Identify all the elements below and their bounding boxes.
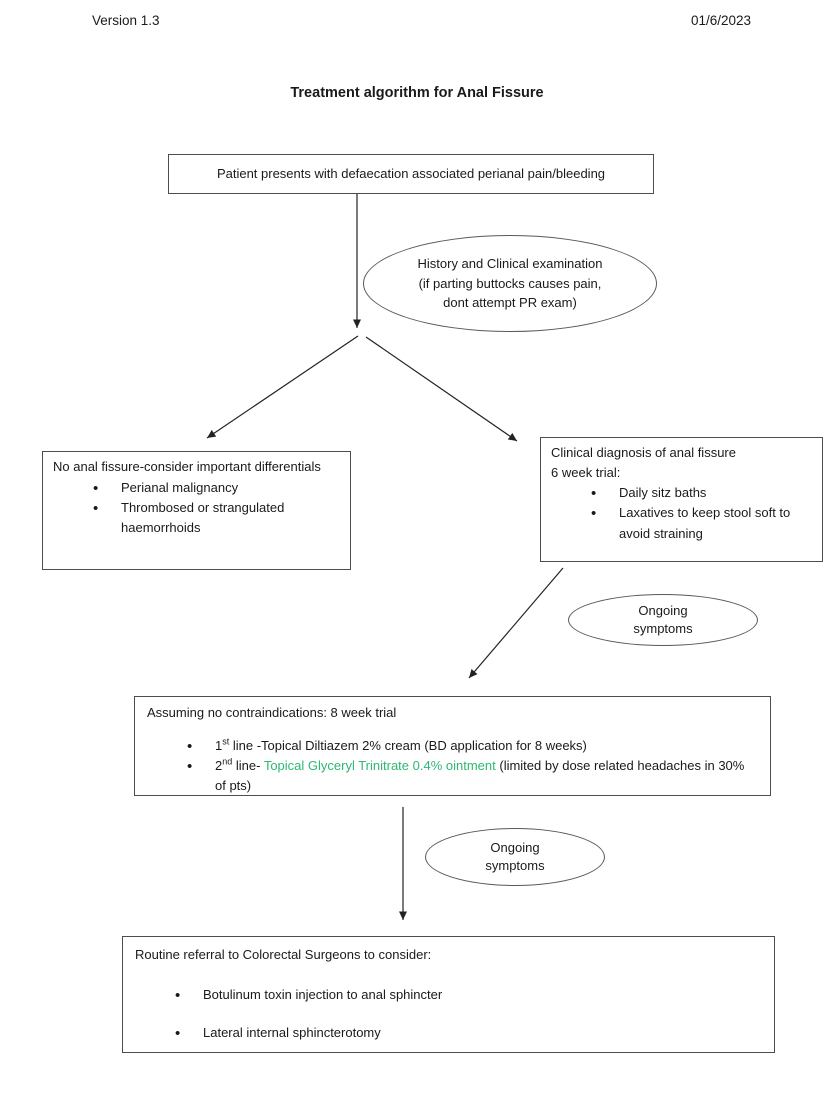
referral-bullet-list: Botulinum toxin injection to anal sphinc…: [135, 984, 762, 1046]
ongoing-symptoms-line2: symptoms: [633, 621, 693, 636]
referral-heading: Routine referral to Colorectal Surgeons …: [135, 947, 432, 962]
no-fissure-heading: No anal fissure-consider important diffe…: [53, 459, 321, 474]
list-item: Thrombosed or strangulated haemorrhoids: [93, 497, 340, 538]
arrow-diagnosis-to-trial: [468, 567, 564, 679]
node-eight-week-trial: Assuming no contraindications: 8 week tr…: [134, 696, 771, 796]
list-item: Daily sitz baths: [591, 482, 812, 505]
eight-week-trial-bullet-list: 1st line -Topical Diltiazem 2% cream (BD…: [147, 735, 758, 796]
second-line-ordinal-suffix: nd: [222, 756, 233, 767]
ongoing-symptoms-line2: symptoms: [485, 858, 545, 873]
page-title: Treatment algorithm for Anal Fissure: [290, 85, 544, 101]
node-ongoing-symptoms-2: Ongoing symptoms: [425, 828, 605, 886]
no-fissure-bullet-list: Perianal malignancy Thrombosed or strang…: [53, 477, 340, 538]
ongoing-symptoms-line1: Ongoing: [490, 840, 540, 856]
list-item: Laxatives to keep stool soft to avoid st…: [591, 502, 812, 543]
ongoing-symptoms-line1: Ongoing: [638, 603, 688, 619]
clinical-diagnosis-line2: 6 week trial:: [551, 465, 621, 481]
history-exam-line2: (if parting buttocks causes pain,: [418, 275, 602, 291]
node-patient-presents: Patient presents with defaecation associ…: [168, 154, 654, 194]
list-item: Perianal malignancy: [93, 477, 340, 500]
second-line-ordinal: 2: [215, 758, 223, 774]
list-item: 2nd line- Topical Glyceryl Trinitrate 0.…: [187, 755, 758, 796]
node-referral: Routine referral to Colorectal Surgeons …: [122, 936, 775, 1053]
clinical-diagnosis-bullet-list: Daily sitz baths Laxatives to keep stool…: [551, 482, 812, 543]
node-ongoing-symptoms-1: Ongoing symptoms: [568, 594, 758, 646]
node-clinical-diagnosis: Clinical diagnosis of anal fissure 6 wee…: [540, 437, 823, 562]
version-label: Version 1.3: [92, 13, 160, 28]
node-no-fissure: No anal fissure-consider important diffe…: [42, 451, 351, 570]
first-line-ordinal: 1: [215, 738, 223, 754]
list-item: Lateral internal sphincterotomy: [175, 1022, 762, 1045]
list-item: Botulinum toxin injection to anal sphinc…: [175, 984, 762, 1007]
first-line-text: line -Topical Diltiazem 2% cream (BD app…: [229, 738, 587, 754]
first-line-ordinal-suffix: st: [222, 736, 230, 747]
arrow-branch-to-no-fissure: [206, 335, 359, 439]
list-item: 1st line -Topical Diltiazem 2% cream (BD…: [187, 735, 758, 758]
clinical-diagnosis-line1: Clinical diagnosis of anal fissure: [551, 445, 736, 460]
second-line-post: (limited by dose related headaches in 30…: [215, 758, 745, 794]
history-exam-line3: dont attempt PR exam): [443, 295, 577, 311]
node-patient-presents-text: Patient presents with defaecation associ…: [216, 165, 606, 181]
node-history-exam: History and Clinical examination (if par…: [363, 235, 657, 332]
history-exam-line1: History and Clinical examination: [417, 256, 603, 272]
second-line-pre: line-: [232, 758, 264, 774]
date-label: 01/6/2023: [691, 13, 752, 28]
eight-week-trial-heading: Assuming no contraindications: 8 week tr…: [147, 705, 397, 720]
gtn-highlight-text: Topical Glyceryl Trinitrate 0.4% ointmen…: [263, 758, 496, 774]
arrow-branch-to-diagnosis: [365, 336, 518, 442]
